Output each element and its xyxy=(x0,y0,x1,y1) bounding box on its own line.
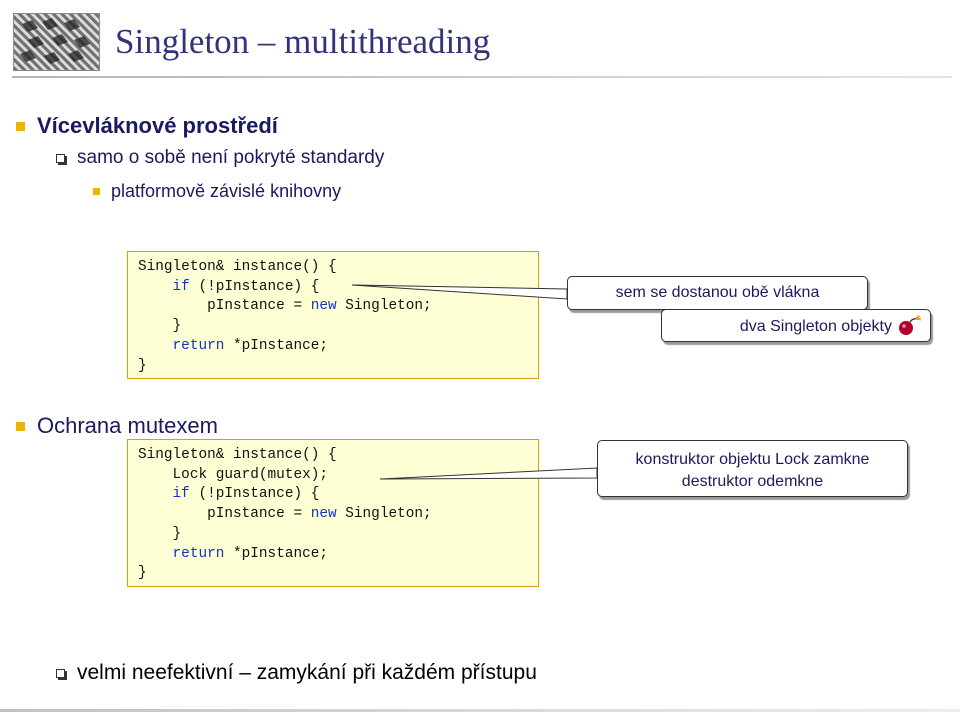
code2-line: Lock guard(mutex); xyxy=(138,466,328,483)
code-block-1: Singleton& instance() { if (!pInstance) … xyxy=(127,251,539,379)
code-keyword: if xyxy=(172,278,190,295)
bullet-footer-note: velmi neefektivní – zamykání při každém … xyxy=(56,661,537,685)
callout-lock: konstruktor objektu Lock zamkne destrukt… xyxy=(597,440,908,497)
bullet-sub-sub-item: platformově závislé knihovny xyxy=(93,181,341,202)
code1-line: return *pInstance; xyxy=(172,337,329,354)
section1-heading: Vícevláknové prostředí xyxy=(37,113,278,138)
square-bullet-icon xyxy=(16,121,25,131)
code-keyword: return xyxy=(172,545,225,562)
title-divider xyxy=(12,76,952,78)
page-title: Singleton – multithreading xyxy=(115,22,491,61)
code1-line: } xyxy=(138,318,182,335)
callout1-line2: dva Singleton objekty xyxy=(739,318,892,335)
code-block-2: Singleton& instance() { Lock guard(mutex… xyxy=(127,439,539,587)
code1-line: if (!pInstance) { xyxy=(172,278,320,295)
hollow-square-bullet-icon xyxy=(56,668,65,678)
hollow-square-bullet-icon xyxy=(56,153,65,163)
code2-line: } xyxy=(138,565,147,582)
code2-line: Singleton& instance() { xyxy=(138,447,337,463)
logo-graphic xyxy=(14,14,99,70)
puzzle-logo-icon xyxy=(13,13,100,71)
section2-heading: Ochrana mutexem xyxy=(37,413,218,438)
callout2-line1: konstruktor objektu Lock zamkne xyxy=(635,451,870,468)
code1-line: } xyxy=(138,357,147,374)
bullet-section2: Ochrana mutexem xyxy=(16,413,218,439)
square-bullet-icon xyxy=(93,188,100,195)
callout-objects: dva Singleton objekty xyxy=(661,309,931,342)
code2-line: } xyxy=(138,525,182,542)
bullet-sub-item: samo o sobě není pokryté standardy xyxy=(56,147,384,169)
callout-threads: sem se dostanou obě vlákna xyxy=(567,276,868,310)
code1-line: Singleton& instance() { xyxy=(138,259,337,275)
callout2-line2: destruktor odemkne xyxy=(681,473,824,490)
footer-divider xyxy=(0,709,960,712)
code-keyword: return xyxy=(172,337,225,354)
callout1-line1: sem se dostanou obě vlákna xyxy=(615,284,820,301)
code2-line: if (!pInstance) { xyxy=(172,486,320,503)
code2-line: pInstance = new Singleton; xyxy=(138,506,432,523)
code-keyword: if xyxy=(172,486,190,503)
footer-note-text: velmi neefektivní – zamykání při každém … xyxy=(77,661,537,684)
bullet-section1: Vícevláknové prostředí xyxy=(16,113,278,139)
bomb-icon xyxy=(899,315,922,335)
code-keyword: new xyxy=(310,506,337,523)
code1-line: pInstance = new Singleton; xyxy=(138,298,432,315)
code2-line: return *pInstance; xyxy=(172,545,329,562)
square-bullet-icon xyxy=(16,421,25,431)
sub-item-text: samo o sobě není pokryté standardy xyxy=(77,147,385,168)
sub-sub-item-text: platformově závislé knihovny xyxy=(111,181,342,201)
code-keyword: new xyxy=(310,298,337,315)
